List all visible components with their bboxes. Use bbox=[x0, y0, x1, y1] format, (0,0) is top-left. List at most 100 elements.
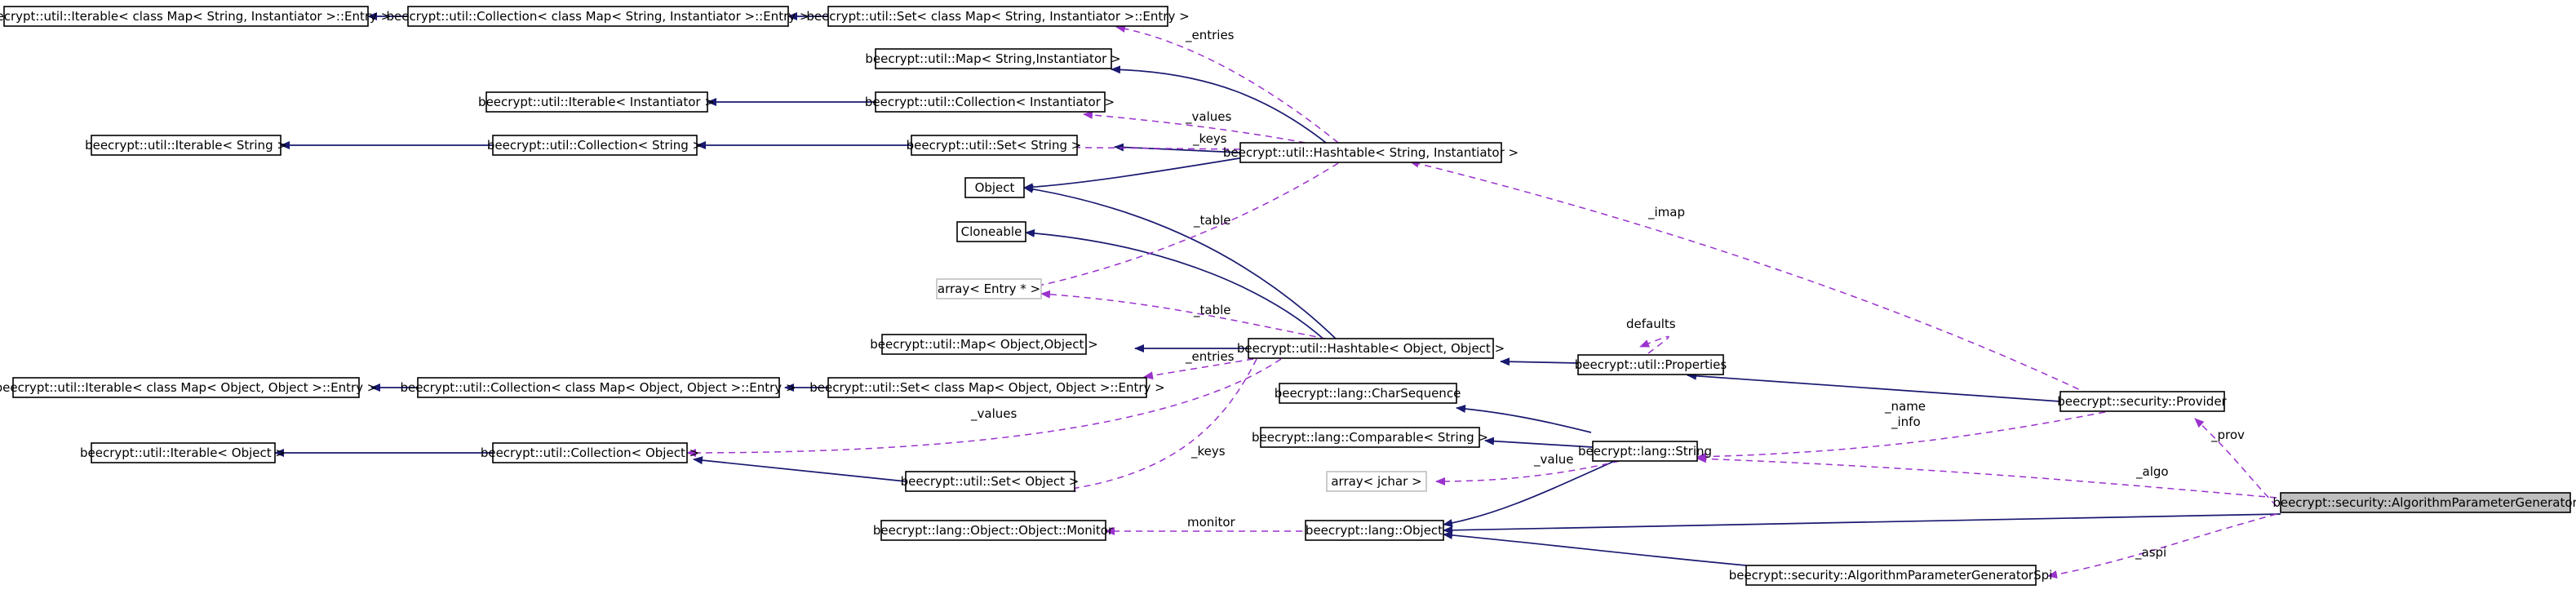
class-node[interactable]: beecrypt::util::Iterable< Object > bbox=[80, 442, 286, 463]
class-node[interactable]: beecrypt::util::Iterable< Instantiator > bbox=[478, 91, 715, 113]
class-node[interactable]: beecrypt::util::Collection< Object > bbox=[481, 442, 699, 463]
use-edge bbox=[1435, 460, 1621, 485]
class-label: beecrypt::lang::CharSequence bbox=[1275, 386, 1461, 401]
class-node[interactable]: beecrypt::lang::String bbox=[1578, 441, 1712, 462]
class-label: beecrypt::util::Collection< Instantiator… bbox=[865, 95, 1115, 109]
inh-edge bbox=[1025, 228, 1327, 342]
class-nodes: beecrypt::util::Iterable< class Map< Str… bbox=[0, 6, 2576, 586]
edge-label-defaults: defaults bbox=[1626, 317, 1676, 331]
class-label: beecrypt::util::Collection< class Map< S… bbox=[387, 9, 810, 24]
edge-label-prov: _prov bbox=[2210, 428, 2245, 443]
class-label: beecrypt::util::Properties bbox=[1575, 357, 1727, 372]
class-node[interactable]: beecrypt::util::Collection< String > bbox=[487, 135, 703, 156]
class-node[interactable]: beecrypt::security::AlgorithmParameterGe… bbox=[1729, 565, 2053, 586]
use-edge bbox=[2047, 513, 2277, 578]
edge-label-aspi: _aspi bbox=[2135, 545, 2166, 561]
class-label: beecrypt::util::Map< String,Instantiator… bbox=[865, 51, 1120, 66]
edge-labels: _entries _values _keys _table _imap defa… bbox=[970, 28, 2245, 561]
class-label: beecrypt::util::Hashtable< String, Insta… bbox=[1223, 145, 1519, 160]
inh-edge bbox=[1023, 157, 1245, 192]
class-node[interactable]: array< jchar > bbox=[1326, 471, 1427, 492]
use-edge bbox=[2194, 418, 2277, 507]
class-label: beecrypt::util::Set< class Map< String, … bbox=[806, 9, 1189, 24]
class-node[interactable]: beecrypt::util::Iterable< class Map< Str… bbox=[0, 6, 391, 27]
use-edge bbox=[1023, 162, 1339, 291]
class-node[interactable]: beecrypt::util::Hashtable< String, Insta… bbox=[1223, 142, 1519, 163]
use-edge bbox=[1409, 159, 2090, 395]
class-label: beecrypt::util::Iterable< class Map< Str… bbox=[0, 9, 391, 24]
inh-edge bbox=[1484, 437, 1594, 448]
class-label: beecrypt::security::Provider bbox=[2057, 394, 2227, 409]
edge-label-algo: _algo bbox=[2135, 464, 2169, 480]
class-label: beecrypt::util::Iterable< String > bbox=[85, 138, 287, 153]
class-node[interactable]: beecrypt::util::Collection< class Map< S… bbox=[387, 6, 810, 27]
class-label: beecrypt::security::AlgorithmParameterGe… bbox=[2272, 495, 2576, 510]
inh-edge bbox=[1687, 371, 2061, 402]
class-node[interactable]: beecrypt::util::Set< String > bbox=[907, 135, 1082, 156]
edge-label-table: _table bbox=[1193, 213, 1231, 228]
class-node[interactable]: beecrypt::util::Collection< class Map< O… bbox=[400, 377, 796, 398]
class-node[interactable]: beecrypt::util::Properties bbox=[1575, 354, 1727, 375]
class-node[interactable]: Object bbox=[964, 177, 1025, 198]
inh-edge bbox=[1500, 357, 1579, 366]
inh-edge bbox=[1023, 184, 1339, 342]
class-label: beecrypt::lang::Object bbox=[1306, 523, 1443, 538]
class-label: beecrypt::lang::String bbox=[1578, 444, 1712, 459]
edge-label-values: _values bbox=[970, 406, 1017, 422]
class-node[interactable]: beecrypt::util::Set< class Map< String, … bbox=[806, 6, 1190, 27]
edge-label-keys: _keys bbox=[1190, 444, 1226, 459]
edge-label-table: _table bbox=[1193, 303, 1231, 318]
class-label: array< jchar > bbox=[1331, 474, 1421, 489]
inh-edge bbox=[693, 456, 907, 482]
use-edge bbox=[1639, 335, 1669, 354]
edge-label-entries: _entries bbox=[1185, 349, 1235, 365]
inh-edge bbox=[1443, 531, 1747, 566]
class-node[interactable]: beecrypt::lang::Comparable< String > bbox=[1252, 427, 1488, 448]
class-label: beecrypt::util::Collection< String > bbox=[487, 138, 703, 153]
class-label: beecrypt::util::Hashtable< Object, Objec… bbox=[1237, 341, 1505, 356]
use-edge bbox=[1040, 290, 1339, 342]
class-node[interactable]: beecrypt::lang::Object::Object::Monitor bbox=[873, 520, 1114, 541]
class-label: beecrypt::util::Iterable< Object > bbox=[80, 446, 286, 460]
class-label: beecrypt::util::Map< Object,Object > bbox=[870, 337, 1097, 352]
use-edge bbox=[1083, 110, 1306, 144]
class-node-focus[interactable]: beecrypt::security::AlgorithmParameterGe… bbox=[2272, 492, 2576, 513]
class-node[interactable]: Cloneable bbox=[956, 221, 1026, 242]
edge-label-keys: _keys bbox=[1192, 131, 1227, 147]
edge-label-imap: _imap bbox=[1647, 205, 1685, 220]
edge-label-values: _values bbox=[1185, 109, 1231, 125]
edge-label-name: _name bbox=[1884, 399, 1926, 414]
inh-edge bbox=[1443, 456, 1625, 527]
class-label: beecrypt::util::Collection< Object > bbox=[481, 446, 699, 460]
class-node[interactable]: beecrypt::util::Iterable< String > bbox=[85, 135, 287, 156]
class-node[interactable]: beecrypt::util::Set< Object > bbox=[901, 471, 1080, 492]
use-edge bbox=[1115, 24, 1339, 144]
class-label: beecrypt::lang::Comparable< String > bbox=[1252, 430, 1488, 445]
class-label: beecrypt::util::Iterable< class Map< Obj… bbox=[0, 380, 377, 395]
class-node[interactable]: beecrypt::util::Iterable< class Map< Obj… bbox=[0, 377, 377, 398]
inheritance-edges bbox=[274, 12, 2281, 566]
class-label: beecrypt::lang::Object::Object::Monitor bbox=[873, 523, 1114, 538]
class-node[interactable]: beecrypt::util::Map< String,Instantiator… bbox=[865, 48, 1121, 69]
class-label: beecrypt::security::AlgorithmParameterGe… bbox=[1729, 568, 2053, 583]
inh-edge bbox=[1111, 65, 1339, 153]
class-node[interactable]: beecrypt::util::Hashtable< Object, Objec… bbox=[1237, 338, 1505, 359]
use-edge bbox=[1021, 143, 1241, 152]
class-node[interactable]: array< Entry * > bbox=[936, 278, 1042, 299]
class-node[interactable]: beecrypt::lang::CharSequence bbox=[1275, 383, 1461, 404]
class-label: Object bbox=[975, 180, 1015, 195]
inh-edge bbox=[1443, 513, 2281, 534]
edge-label-entries: _entries bbox=[1185, 28, 1235, 43]
edge-label-value: _value bbox=[1533, 452, 1573, 468]
class-label: Cloneable bbox=[961, 224, 1022, 239]
edge-label-monitor: monitor bbox=[1187, 515, 1236, 530]
usage-edges bbox=[686, 24, 2277, 578]
class-label: beecrypt::util::Iterable< Instantiator > bbox=[478, 95, 715, 109]
class-node[interactable]: beecrypt::util::Collection< Instantiator… bbox=[865, 91, 1115, 113]
class-node[interactable]: beecrypt::util::Map< Object,Object > bbox=[870, 334, 1098, 355]
class-node[interactable]: beecrypt::security::Provider bbox=[2057, 391, 2228, 412]
class-node[interactable]: beecrypt::lang::Object bbox=[1305, 520, 1444, 541]
use-edge bbox=[1696, 454, 2277, 499]
class-node[interactable]: beecrypt::util::Set< class Map< Object, … bbox=[809, 377, 1165, 398]
